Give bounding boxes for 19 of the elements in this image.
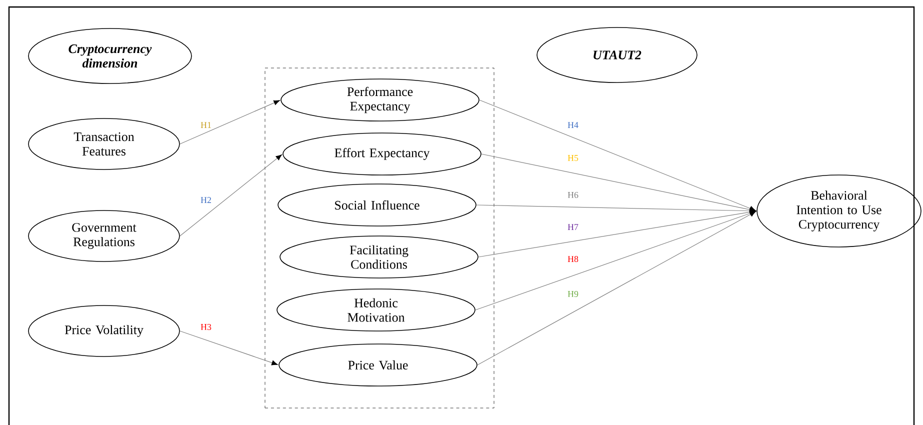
- edge-label: H9: [566, 290, 580, 298]
- arrow: [477, 211, 756, 366]
- edge-label: H1: [200, 121, 212, 129]
- edge-label: H7: [566, 223, 580, 231]
- edge-label: H8: [566, 254, 580, 264]
- edge-label: H2: [200, 196, 212, 204]
- arrow: [180, 100, 280, 144]
- arrow: [481, 154, 756, 212]
- arrow: [478, 210, 756, 258]
- arrow: [475, 210, 756, 310]
- edge-label: H6: [566, 191, 580, 200]
- edge-label: H4: [566, 121, 580, 129]
- arrow: [476, 204, 756, 214]
- arrow: [180, 154, 282, 236]
- arrow: [479, 100, 756, 211]
- arrow: [180, 330, 278, 366]
- edge-label: H3: [200, 323, 212, 332]
- edge-label: H5: [566, 154, 580, 162]
- dashed-group-box: [264, 68, 494, 408]
